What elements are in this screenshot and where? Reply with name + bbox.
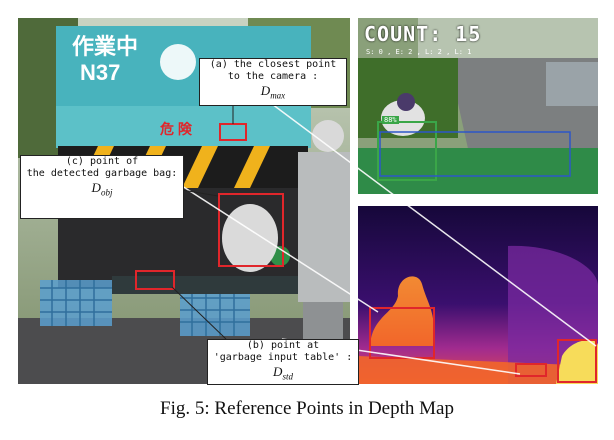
callout-input-table: (b) point at 'garbage input table' : Dst… xyxy=(207,339,359,385)
stats-label: S: 0 , E: 2 , L: 2 , L: 1 xyxy=(366,48,472,56)
callout-closest-point: (a) the closest point to the camera : Dm… xyxy=(199,58,347,106)
callout-closest-point-text: (a) the closest point to the camera : xyxy=(209,59,337,82)
callout-input-table-text: (b) point at 'garbage input table' : xyxy=(213,340,353,363)
callout-closest-point-symbol: Dmax xyxy=(260,83,286,101)
input-table-box xyxy=(135,270,175,290)
depth-map-render xyxy=(358,206,598,384)
figure-caption: Fig. 5: Reference Points in Depth Map xyxy=(160,398,454,419)
callout-input-table-symbol: Dstd xyxy=(273,364,293,382)
count-label: COUNT: 15 xyxy=(364,22,482,46)
closest-point-box xyxy=(219,123,247,141)
callout-garbage-bag-symbol: Dobj xyxy=(91,180,113,198)
truck-plate-text: N37 xyxy=(80,60,120,85)
garbage-bag xyxy=(222,204,278,272)
confidence-label: 88% xyxy=(382,116,399,124)
camera-frame: COUNT: 15 S: 0 , E: 2 , L: 2 , L: 1 88% xyxy=(358,18,598,194)
callout-garbage-bag: (c) point of the detected garbage bag: D… xyxy=(20,155,184,219)
warning-label: 危 険 xyxy=(159,121,193,137)
depth-map xyxy=(358,206,598,384)
basket-left xyxy=(40,280,112,326)
callout-garbage-bag-text: (c) point of the detected garbage bag: xyxy=(26,156,178,179)
truck-sign-text: 作業中 xyxy=(72,34,138,59)
